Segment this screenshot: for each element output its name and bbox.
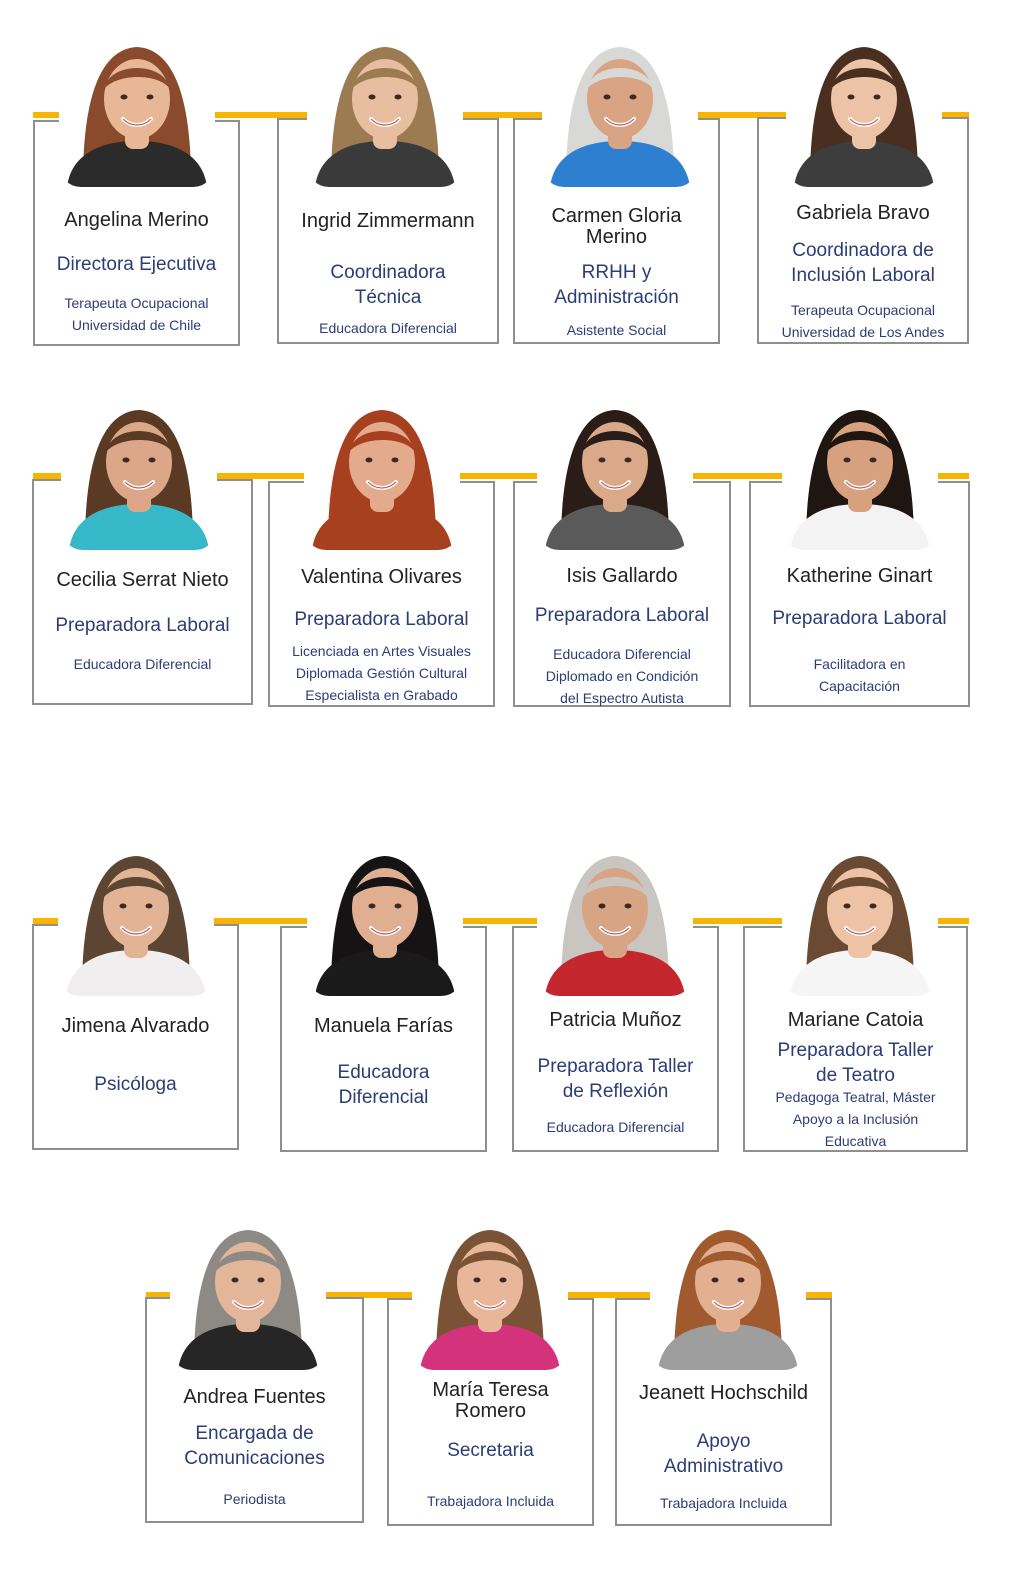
member-name: Gabriela Bravo <box>796 202 930 224</box>
accent-bar-row-3 <box>33 918 969 924</box>
member-detail: Educadora Diferencial <box>319 320 457 336</box>
member-name: Isis Gallardo <box>566 565 678 587</box>
member-detail: Periodista <box>223 1491 286 1507</box>
member-role: Encargada de Comunicaciones <box>184 1423 325 1469</box>
member-photo <box>542 31 698 187</box>
member-photo <box>412 1214 568 1370</box>
member-name: Katherine Ginart <box>786 565 933 587</box>
member-name: Angelina Merino <box>64 209 209 231</box>
avatar-woman-icon <box>550 47 690 187</box>
avatar-woman-icon <box>420 1230 560 1370</box>
member-photo <box>537 394 693 550</box>
avatar-woman-icon <box>545 856 685 996</box>
member-detail: Asistente Social <box>566 322 667 338</box>
avatar-woman-icon <box>545 410 685 550</box>
member-detail: Licenciada en Artes Visuales Diplomada G… <box>292 643 471 703</box>
member-name: Cecilia Serrat Nieto <box>56 569 229 591</box>
avatar-woman-icon <box>178 1230 318 1370</box>
member-name: Valentina Olivares <box>301 566 462 588</box>
member-name: María Teresa Romero <box>432 1379 549 1422</box>
avatar-woman-icon <box>794 47 934 187</box>
member-role: Apoyo Administrativo <box>663 1431 784 1477</box>
accent-bar-row-1 <box>33 112 969 118</box>
avatar-woman-icon <box>658 1230 798 1370</box>
member-detail: Educadora Diferencial <box>546 1119 685 1135</box>
member-role: Preparadora Laboral <box>534 605 710 626</box>
member-name: Patricia Muñoz <box>549 1009 682 1031</box>
member-role: Preparadora Laboral <box>772 608 947 629</box>
member-detail: Terapeuta Ocupacional Universidad de Chi… <box>64 295 209 333</box>
member-photo <box>537 840 693 996</box>
member-photo <box>650 1214 806 1370</box>
avatar-woman-icon <box>790 856 930 996</box>
member-photo <box>786 31 942 187</box>
member-name: Jeanett Hochschild <box>639 1382 808 1404</box>
member-name: Carmen Gloria Merino <box>551 205 682 248</box>
member-role: Directora Ejecutiva <box>56 254 217 275</box>
member-detail: Facilitadora en Capacitación <box>813 656 906 694</box>
avatar-woman-icon <box>67 47 207 187</box>
member-role: Educadora Diferencial <box>337 1062 430 1108</box>
member-name: Jimena Alvarado <box>61 1015 210 1037</box>
member-photo <box>61 394 217 550</box>
member-role: Preparadora Laboral <box>294 609 469 630</box>
member-name: Andrea Fuentes <box>183 1386 326 1408</box>
member-name: Mariane Catoia <box>787 1009 924 1031</box>
member-detail: Pedagoga Teatral, Máster Apoyo a la Incl… <box>775 1089 936 1149</box>
member-photo <box>307 31 463 187</box>
member-detail: Terapeuta Ocupacional Universidad de Los… <box>781 302 945 340</box>
member-photo <box>304 394 460 550</box>
member-role: Coordinadora de Inclusión Laboral <box>791 240 935 286</box>
avatar-woman-icon <box>315 856 455 996</box>
member-detail: Educadora Diferencial <box>73 656 212 672</box>
accent-bar-row-2 <box>33 473 969 479</box>
avatar-woman-icon <box>312 410 452 550</box>
member-role: Secretaria <box>447 1440 534 1461</box>
avatar-woman-icon <box>69 410 209 550</box>
member-photo <box>307 840 463 996</box>
avatar-woman-icon <box>315 47 455 187</box>
avatar-woman-icon <box>790 410 930 550</box>
member-role: Psicóloga <box>94 1074 177 1095</box>
member-photo <box>782 394 938 550</box>
member-detail: Educadora Diferencial Diplomado en Condi… <box>545 646 699 706</box>
member-photo <box>782 840 938 996</box>
member-role: Preparadora Laboral <box>55 615 230 636</box>
member-photo <box>59 31 215 187</box>
member-detail: Trabajadora Incluida <box>426 1493 555 1509</box>
member-role: Coordinadora Técnica <box>330 262 446 308</box>
member-role: Preparadora Taller de Teatro <box>777 1040 934 1086</box>
member-name: Manuela Farías <box>314 1015 453 1037</box>
member-detail: Trabajadora Incluida <box>659 1495 788 1511</box>
member-name: Ingrid Zimmermann <box>301 210 475 232</box>
member-photo <box>170 1214 326 1370</box>
member-role: Preparadora Taller de Reflexión <box>537 1056 694 1102</box>
member-photo <box>58 840 214 996</box>
member-role: RRHH y Administración <box>554 262 679 308</box>
avatar-woman-icon <box>66 856 206 996</box>
